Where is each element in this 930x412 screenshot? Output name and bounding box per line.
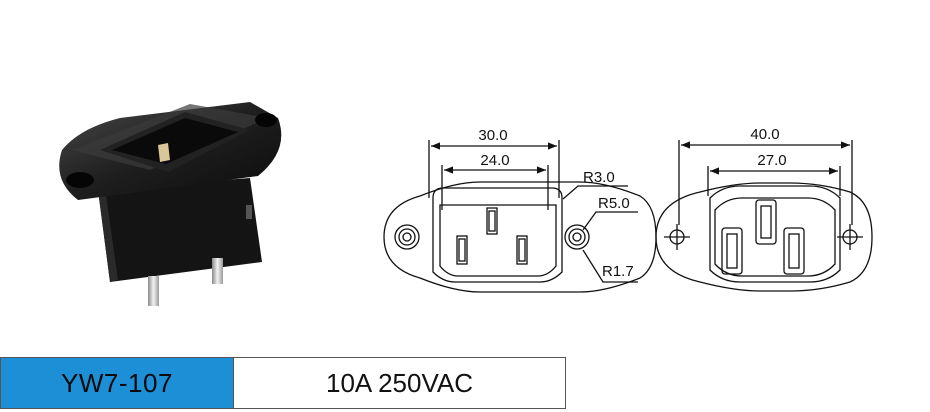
model-number: YW7-107 — [1, 358, 233, 408]
radius-a-label: R3.0 — [583, 169, 615, 186]
front-width-label: 30.0 — [478, 127, 507, 144]
spec-bar: YW7-107 10A 250VAC — [0, 357, 566, 409]
back-width-label: 40.0 — [750, 126, 779, 143]
radius-c-label: R1.7 — [602, 263, 634, 280]
radius-b-label: R5.0 — [598, 195, 630, 212]
product-photo — [59, 102, 282, 306]
front-inner-width-label: 24.0 — [480, 152, 509, 169]
electrical-rating: 10A 250VAC — [233, 358, 565, 408]
front-view — [383, 140, 657, 293]
back-inner-width-label: 27.0 — [757, 152, 786, 169]
back-view — [655, 140, 873, 292]
